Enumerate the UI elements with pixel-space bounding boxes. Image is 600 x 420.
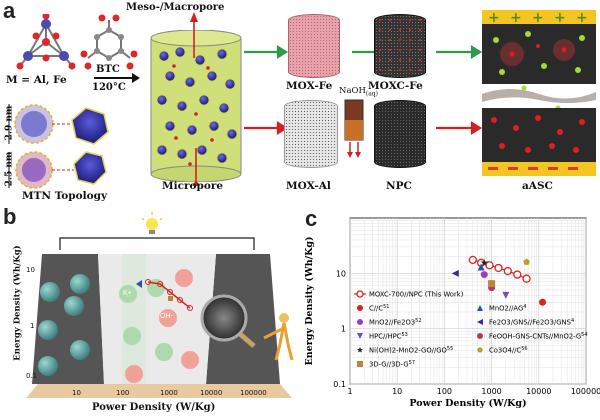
legend-label: FeOOH-GNS-CNTs//MnO2-G54 xyxy=(489,332,588,341)
x-tick-label: 1000 xyxy=(481,387,501,396)
panel-b-xtick-1000: 1000 xyxy=(160,389,178,397)
legend-label: Fe2O3/GNS//Fe2O3/GNS4 xyxy=(489,318,574,327)
legend-label: Co3O4//C56 xyxy=(489,346,528,355)
pore-size-small: 2.5 nm xyxy=(4,151,15,187)
data-point xyxy=(494,263,503,273)
panel-b-xtick-100000: 100000 xyxy=(240,389,267,397)
mtn-polyhedra xyxy=(8,104,109,189)
naoh-beaker-icon xyxy=(344,99,364,158)
y-tick-label: 0.1 xyxy=(333,380,346,389)
svg-text:+: + xyxy=(554,10,566,26)
data-point xyxy=(468,255,477,265)
legend-label: MnO2//AG4 xyxy=(489,304,526,313)
y-tick-label: 10 xyxy=(336,269,346,278)
data-point xyxy=(477,263,485,271)
pore-size-large: 2.9 nm xyxy=(4,105,15,141)
meso-pointer-icon xyxy=(190,12,198,58)
naoh-label: NaOH(aq) xyxy=(339,86,378,98)
naoh-text: NaOH xyxy=(339,86,366,96)
metal-label: M = Al, Fe xyxy=(6,74,67,86)
aasc-label: aASC xyxy=(522,180,553,192)
data-point xyxy=(451,269,459,277)
y-axis-label: Energy Density (Wh/Kg) xyxy=(304,237,315,366)
moxc-fe-cylinder xyxy=(374,14,426,78)
data-point xyxy=(539,298,547,306)
mox-fe-label: MOX-Fe xyxy=(286,80,333,92)
legend-marker xyxy=(477,347,483,353)
x-tick-label: 1 xyxy=(347,387,352,396)
mtn-topology-label: MTN Topology xyxy=(22,190,108,202)
panel-a-letter: a xyxy=(3,0,16,23)
svg-text:+: + xyxy=(510,10,522,26)
mox-al-cylinder xyxy=(284,100,338,168)
btc-label: BTC xyxy=(96,64,120,75)
data-point xyxy=(502,291,510,299)
naoh-sub: (aq) xyxy=(365,90,378,98)
legend-label: 3D-G//3D-G57 xyxy=(369,360,415,369)
data-point xyxy=(485,261,494,270)
data-point xyxy=(522,274,531,283)
legend-marker xyxy=(357,305,363,311)
panel-b-xtick-10: 10 xyxy=(72,389,81,397)
panel-b-xtick-10000: 10000 xyxy=(200,389,223,397)
ion-k-label: K+ xyxy=(123,290,132,297)
btc-arrow-icon xyxy=(94,73,140,83)
ion-oh-label: OH- xyxy=(160,313,173,320)
temperature-label: 120°C xyxy=(92,82,126,93)
mox-al-label: MOX-Al xyxy=(286,180,331,192)
panel-b-ytick-10: 10 xyxy=(26,266,35,274)
metal-cluster-molecule xyxy=(16,14,76,70)
x-axis-label: Power Density (W/Kg) xyxy=(409,398,526,409)
y-tick-label: 1 xyxy=(341,325,346,334)
legend-label: HPC//HPC53 xyxy=(369,332,408,341)
data-point xyxy=(488,280,496,288)
x-tick-label: 10000 xyxy=(526,387,551,396)
legend-marker xyxy=(357,361,363,367)
panel-c-letter: c xyxy=(305,206,318,231)
npc-label: NPC xyxy=(386,180,412,192)
x-tick-label: 10 xyxy=(392,387,402,396)
panel-b-xtick-100: 100 xyxy=(116,389,130,397)
meso-macropore-label: Meso-/Macropore xyxy=(126,2,225,13)
legend-label: MOXC-700//NPC (This Work) xyxy=(369,291,464,299)
panel-b-letter: b xyxy=(3,204,17,229)
legend-marker xyxy=(477,319,483,325)
legend-marker xyxy=(356,346,364,353)
legend-label: C//C51 xyxy=(369,304,389,313)
x-tick-label: 100 xyxy=(437,387,452,396)
data-point xyxy=(513,270,522,279)
btc-molecule xyxy=(80,14,138,70)
legend-label: MnO2//Fe2O352 xyxy=(369,318,422,327)
npc-cylinder xyxy=(374,100,426,168)
legend-marker xyxy=(477,333,483,339)
panel-b-x-axis-label: Power Density (W/Kg) xyxy=(92,402,216,413)
micro-pointer-icon xyxy=(192,148,200,186)
mox-fe-cylinder xyxy=(288,14,340,78)
aasc-device: + + + + + xyxy=(482,10,596,176)
svg-text:+: + xyxy=(488,10,500,26)
panel-b-ytick-1: 1 xyxy=(30,322,35,330)
legend-marker xyxy=(356,290,364,298)
legend-marker xyxy=(357,319,363,325)
moxc-fe-label: MOXC-Fe xyxy=(368,80,423,92)
legend-marker xyxy=(357,333,363,339)
svg-text:+: + xyxy=(532,10,544,26)
panel-b-illustration xyxy=(18,210,300,408)
micropore-label: Micropore xyxy=(162,180,224,192)
data-point xyxy=(503,266,512,276)
legend-marker xyxy=(477,305,483,311)
panel-b-y-axis-label: Energy Density (Wh/Kg) xyxy=(12,245,23,361)
legend-label: Ni(OH)2-MnO2-GO//GO55 xyxy=(369,346,453,355)
data-point xyxy=(480,271,488,279)
plot-frame xyxy=(349,217,587,385)
panel-b-ytick-01: 0.1 xyxy=(26,372,38,380)
data-point xyxy=(523,258,530,265)
data-point xyxy=(480,258,488,266)
x-tick-label: 100000 xyxy=(571,387,600,396)
svg-text:+: + xyxy=(576,10,588,26)
